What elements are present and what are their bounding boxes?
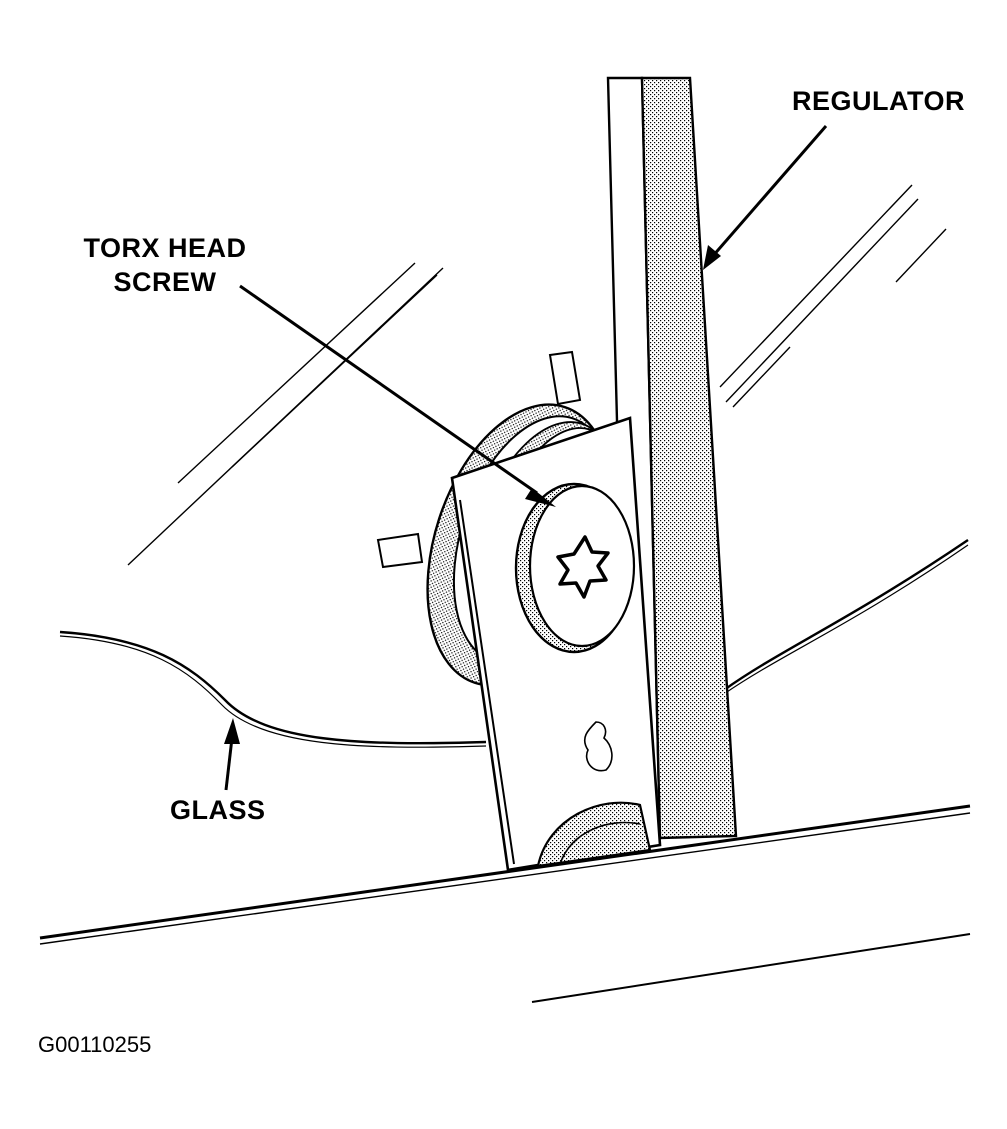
lower-roller bbox=[536, 801, 652, 868]
glass-arrow bbox=[224, 718, 240, 791]
torx-label-line-2: SCREW bbox=[113, 267, 217, 297]
glass-label: GLASS bbox=[170, 795, 266, 825]
regulator-label: REGULATOR bbox=[792, 86, 965, 116]
glass-edge bbox=[59, 539, 969, 748]
glass-reflection-lines bbox=[127, 184, 947, 566]
torx-label-line-1: TORX HEAD bbox=[83, 233, 247, 263]
figure-id: G00110255 bbox=[38, 1032, 152, 1057]
torx-head-screw bbox=[514, 482, 636, 654]
door-sill bbox=[39, 804, 971, 1003]
torx-leader bbox=[239, 284, 556, 507]
torx-recess-icon bbox=[556, 535, 610, 599]
regulator-leader bbox=[703, 125, 828, 270]
torx-head-screw-label: TORX HEAD SCREW bbox=[76, 231, 254, 299]
